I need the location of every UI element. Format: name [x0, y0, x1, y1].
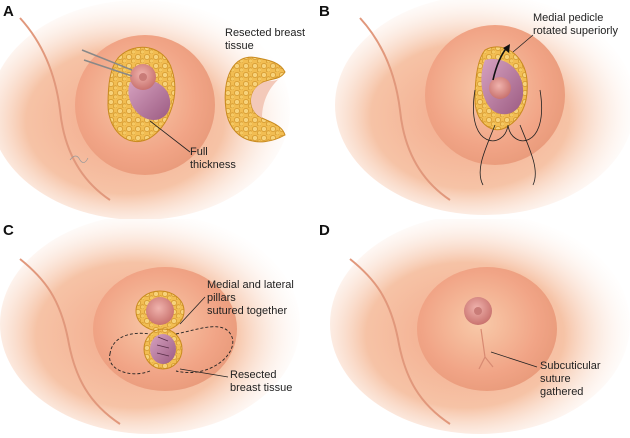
leader-line	[179, 296, 206, 325]
chest-contour	[359, 17, 451, 201]
retractor-hook	[83, 59, 133, 77]
resected-tissue-shape	[224, 56, 286, 143]
chest-contour	[19, 258, 121, 425]
panel-d-label: D	[319, 222, 330, 239]
chest-contour	[349, 258, 451, 425]
medial-pedicle-label: Medial pedicle rotated superiorly	[533, 12, 618, 37]
resected-tissue-cut-face	[251, 78, 280, 118]
arrow-head-icon	[503, 44, 510, 53]
resected-tissue-label: Resected breast tissue	[225, 27, 306, 52]
pedicle-tissue	[128, 79, 171, 120]
leader-line	[490, 351, 538, 368]
panel-d-illustration	[330, 219, 630, 434]
leader-line	[149, 120, 191, 153]
areola	[146, 297, 174, 325]
panel-b-illustration	[335, 0, 630, 215]
full-thickness-label: Full thickness	[190, 146, 236, 171]
scar-line	[478, 328, 494, 370]
panel-a: A Resected breast tissue Full thickness	[0, 0, 315, 219]
areola	[489, 77, 511, 99]
panel-b-label: B	[319, 3, 330, 20]
panel-c: C Medial and lateral pillars sutured tog…	[0, 219, 315, 438]
artist-signature	[69, 155, 89, 163]
nipple	[139, 73, 147, 81]
panel-c-label: C	[3, 222, 14, 239]
pillars-label: Medial and lateral pillars sutured toget…	[207, 279, 294, 317]
panel-a-illustration	[0, 0, 290, 219]
leader-line	[179, 368, 229, 378]
panel-a-label: A	[3, 3, 14, 20]
panel-c-illustration	[0, 219, 300, 434]
leader-line	[512, 34, 534, 53]
suture-stitches	[156, 336, 170, 357]
subcuticular-suture-label: Subcuticular suture gathered	[540, 360, 601, 398]
panel-b: B Medial pedicle rotated superiorly	[315, 0, 630, 219]
breast	[417, 267, 557, 391]
nipple	[474, 307, 482, 315]
retractor-hook	[81, 49, 133, 71]
resection-outline-dashed	[109, 326, 234, 375]
incision-lines	[479, 124, 536, 186]
chest-contour	[19, 17, 111, 201]
sutured-pillars	[150, 334, 176, 364]
wise-pattern-outline	[473, 89, 542, 142]
panel-d: D Subcuticular suture gathered	[315, 219, 630, 438]
resected-tissue-c-label: Resected breast tissue	[230, 369, 293, 394]
